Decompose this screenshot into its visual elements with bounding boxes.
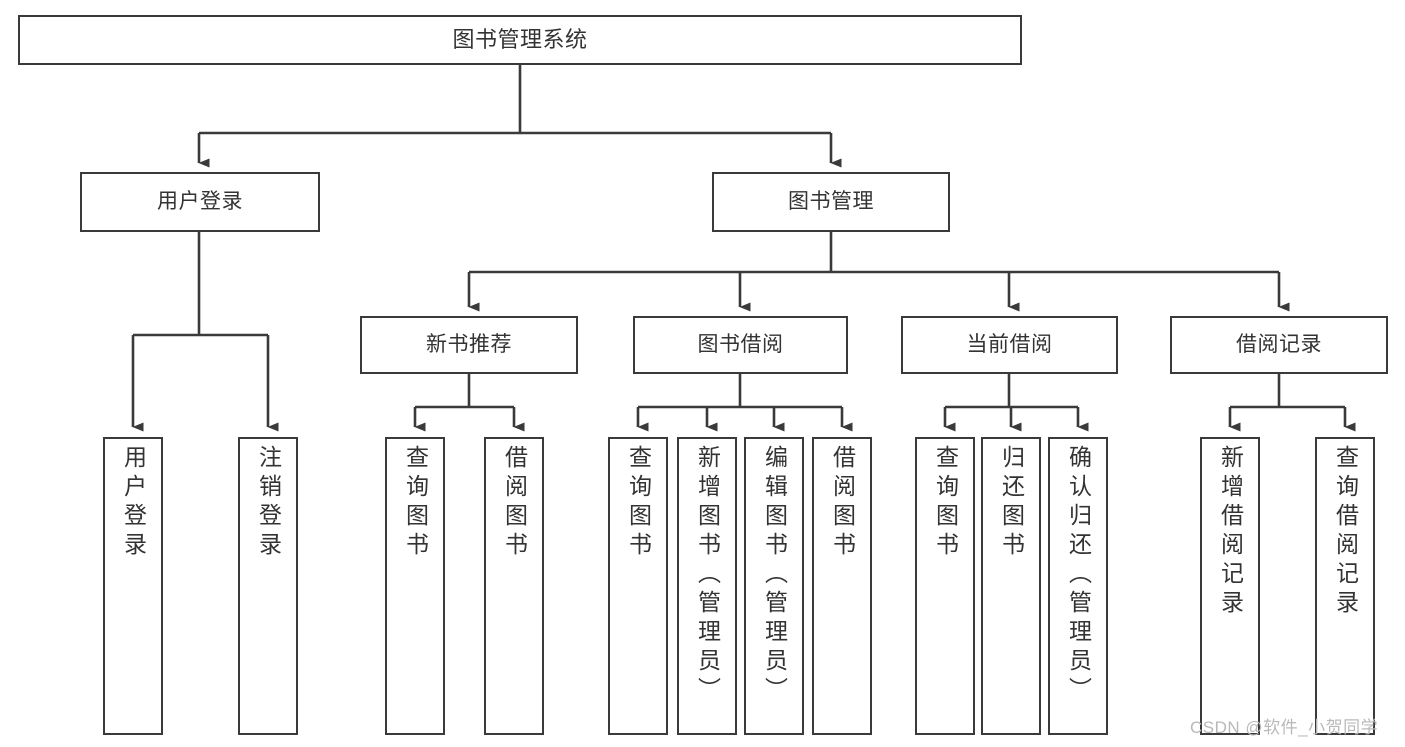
node-label: 确认归还（管理员）	[1065, 445, 1092, 706]
leaf-edit-book-admin[interactable]: 编辑图书（管理员）	[744, 437, 804, 735]
node-label: 编辑图书（管理员）	[761, 445, 788, 706]
leaf-confirm-return-admin[interactable]: 确认归还（管理员）	[1048, 437, 1108, 735]
leaf-query-book-current[interactable]: 查询图书	[915, 437, 975, 735]
node-label: 归还图书	[998, 445, 1025, 561]
node-book-manage[interactable]: 图书管理	[712, 172, 950, 232]
node-label: 借阅图书	[829, 445, 856, 561]
leaf-logout-login[interactable]: 注销登录	[238, 437, 298, 735]
node-label: 查询图书	[625, 445, 652, 561]
leaf-borrow-book-borrow[interactable]: 借阅图书	[812, 437, 872, 735]
leaf-user-login[interactable]: 用户登录	[103, 437, 163, 735]
node-current-borrow[interactable]: 当前借阅	[901, 316, 1118, 374]
node-label: 借阅记录	[1236, 332, 1322, 356]
leaf-query-book-borrow[interactable]: 查询图书	[608, 437, 668, 735]
node-new-book-recommend[interactable]: 新书推荐	[360, 316, 578, 374]
leaf-add-borrow-record[interactable]: 新增借阅记录	[1200, 437, 1260, 735]
node-label: 用户登录	[120, 445, 147, 561]
node-label: 图书管理系统	[452, 27, 588, 53]
leaf-query-borrow-record[interactable]: 查询借阅记录	[1315, 437, 1375, 735]
node-label: 新书推荐	[426, 332, 512, 356]
leaf-add-book-admin[interactable]: 新增图书（管理员）	[677, 437, 737, 735]
node-label: 查询图书	[932, 445, 959, 561]
node-label: 当前借阅	[966, 332, 1053, 356]
leaf-return-book[interactable]: 归还图书	[981, 437, 1041, 735]
leaf-query-book-recommend[interactable]: 查询图书	[385, 437, 445, 735]
node-label: 新增图书（管理员）	[694, 445, 721, 706]
node-label: 借阅图书	[501, 445, 528, 561]
node-label: 查询借阅记录	[1332, 445, 1359, 619]
leaf-borrow-book-recommend[interactable]: 借阅图书	[484, 437, 544, 735]
node-label: 用户登录	[157, 189, 243, 213]
node-label: 图书借阅	[697, 332, 784, 356]
node-label: 新增借阅记录	[1217, 445, 1244, 619]
node-borrow-record[interactable]: 借阅记录	[1170, 316, 1388, 374]
node-label: 查询图书	[402, 445, 429, 561]
node-root-system[interactable]: 图书管理系统	[18, 15, 1022, 65]
node-label: 图书管理	[788, 189, 874, 213]
node-book-borrow[interactable]: 图书借阅	[633, 316, 848, 374]
node-user-login[interactable]: 用户登录	[80, 172, 320, 232]
node-label: 注销登录	[255, 445, 282, 561]
